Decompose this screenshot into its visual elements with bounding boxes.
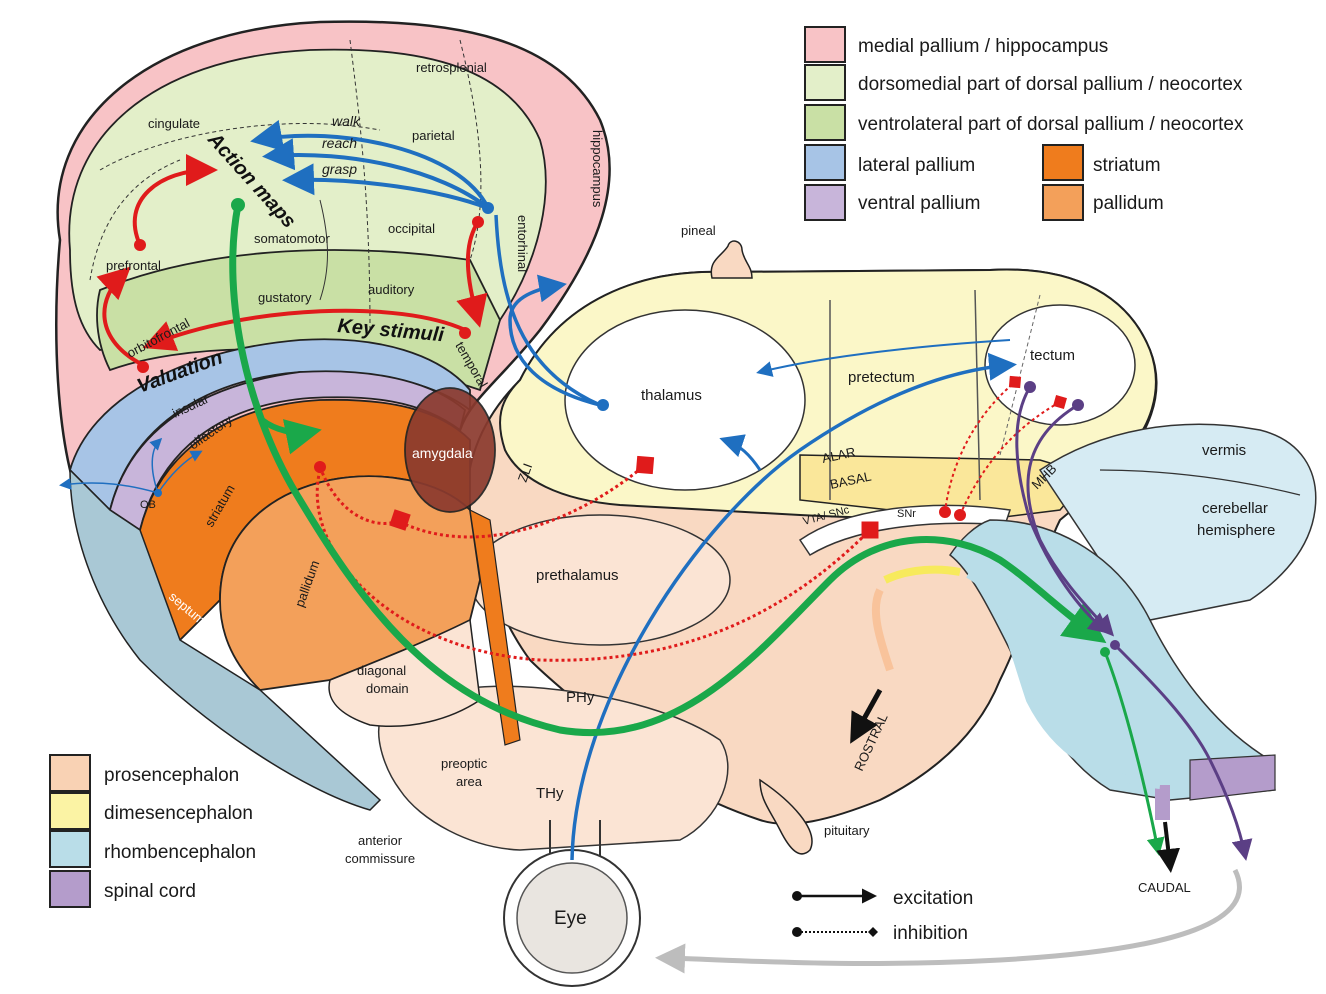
label-tectum: tectum bbox=[1030, 347, 1075, 364]
label-hippocampus: hippocampus bbox=[590, 130, 605, 208]
label-prefrontal: prefrontal bbox=[106, 258, 161, 273]
arrow-legend: excitation inhibition bbox=[792, 888, 973, 944]
legend-rhombencephalon: rhombencephalon bbox=[104, 842, 256, 863]
label-caudal: CAUDAL bbox=[1138, 880, 1191, 895]
legend-inhibition: inhibition bbox=[893, 923, 968, 944]
label-domain: domain bbox=[366, 681, 409, 696]
label-commissure: commissure bbox=[345, 851, 415, 866]
label-amygdala: amygdala bbox=[412, 445, 473, 461]
label-eye: Eye bbox=[554, 908, 587, 929]
label-snr: SNr bbox=[897, 508, 916, 520]
label-auditory: auditory bbox=[368, 282, 415, 297]
label-pretectum: pretectum bbox=[848, 369, 915, 386]
label-preoptic: preoptic bbox=[441, 756, 488, 771]
legend-medial-pallium: medial pallium / hippocampus bbox=[858, 36, 1108, 57]
legend-ventral-pallium: ventral pallium bbox=[858, 193, 981, 214]
legend-lateral-pallium: lateral pallium bbox=[858, 155, 975, 176]
legend-top: medial pallium / hippocampus dorsomedial… bbox=[805, 27, 1244, 220]
label-thy: THy bbox=[536, 785, 564, 802]
label-vermis: vermis bbox=[1202, 442, 1246, 459]
annotation-grasp: grasp bbox=[322, 161, 357, 177]
label-thalamus: thalamus bbox=[641, 387, 702, 404]
legend-pallidum: pallidum bbox=[1093, 193, 1164, 214]
label-hemisphere: hemisphere bbox=[1197, 522, 1275, 539]
legend-dorsomedial: dorsomedial part of dorsal pallium / neo… bbox=[858, 74, 1243, 95]
legend-prosencephalon: prosencephalon bbox=[104, 765, 239, 786]
label-ob: OB bbox=[140, 499, 156, 511]
pineal-body bbox=[711, 241, 752, 278]
label-cingulate: cingulate bbox=[148, 116, 200, 131]
legend-bottom: prosencephalon dimesencephalon rhombence… bbox=[50, 755, 256, 907]
label-cerebellar: cerebellar bbox=[1202, 500, 1268, 517]
annotation-reach: reach bbox=[322, 135, 357, 151]
label-pituitary: pituitary bbox=[824, 823, 870, 838]
legend-spinal-cord: spinal cord bbox=[104, 881, 196, 902]
legend-striatum: striatum bbox=[1093, 155, 1161, 176]
annotation-walk: walk bbox=[332, 113, 361, 129]
label-retrosplenial: retrosplenial bbox=[416, 60, 487, 75]
label-anterior: anterior bbox=[358, 833, 403, 848]
label-occipital: occipital bbox=[388, 221, 435, 236]
label-diagonal: diagonal bbox=[357, 663, 406, 678]
label-phy: PHy bbox=[566, 689, 595, 706]
label-prethalamus: prethalamus bbox=[536, 567, 619, 584]
label-entorhinal: entorhinal bbox=[515, 215, 530, 272]
label-parietal: parietal bbox=[412, 128, 455, 143]
label-somatomotor: somatomotor bbox=[254, 231, 331, 246]
label-area: area bbox=[456, 774, 483, 789]
legend-ventrolateral: ventrolateral part of dorsal pallium / n… bbox=[858, 114, 1244, 135]
legend-dimesencephalon: dimesencephalon bbox=[104, 803, 253, 824]
legend-excitation: excitation bbox=[893, 888, 973, 909]
spinal-cord-band bbox=[1190, 755, 1275, 800]
label-pineal: pineal bbox=[681, 223, 716, 238]
label-gustatory: gustatory bbox=[258, 290, 312, 305]
